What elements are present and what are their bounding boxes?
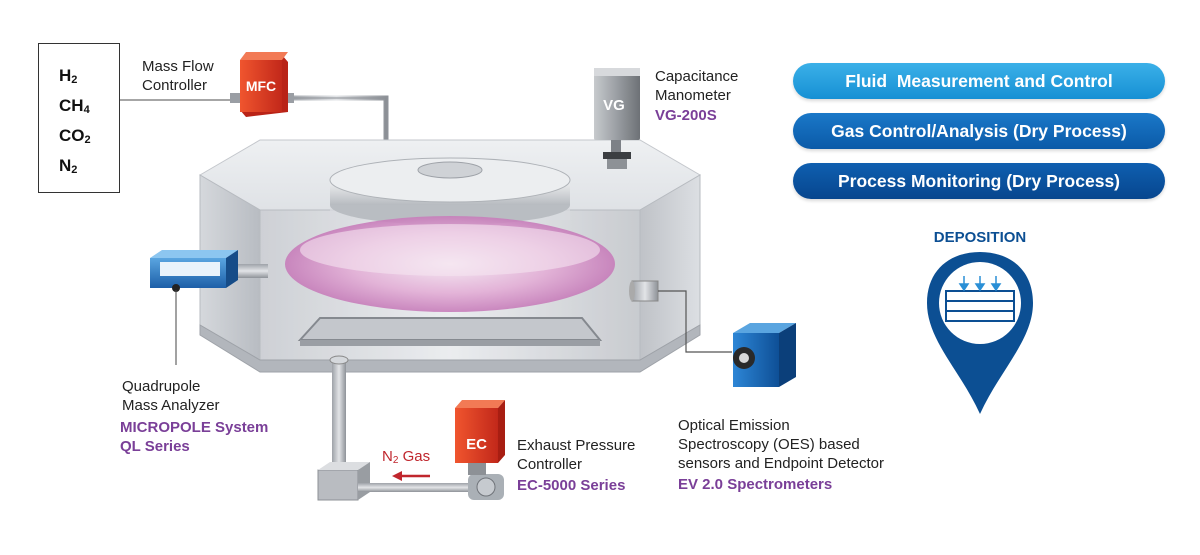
n2-gas-label: N2 Gas — [382, 448, 431, 466]
gas-h2: H2 — [59, 66, 78, 86]
vg-gauge — [594, 68, 640, 169]
exhaust-line — [317, 355, 504, 501]
chamber-bottom — [199, 324, 701, 373]
vg-product: VG-200S — [655, 107, 717, 124]
gas-ch4: CH4 — [59, 96, 90, 116]
showerhead — [329, 157, 571, 203]
deposition-title: DEPOSITION — [933, 229, 1027, 246]
mfc-device — [230, 52, 294, 117]
category-gas-control: Gas Control/Analysis (Dry Process) — [793, 113, 1165, 149]
wafer-stage — [297, 317, 603, 341]
vg-device-label: VG — [603, 97, 625, 114]
ec-product: EC-5000 Series — [517, 477, 626, 494]
gas-n2: N2 — [59, 156, 78, 176]
oes-spectrometer — [733, 323, 796, 387]
category-process-monitoring: Process Monitoring (Dry Process) — [793, 163, 1165, 199]
oes-sensor — [629, 280, 732, 353]
mfc-device-label: MFC — [245, 78, 277, 94]
gas-co2: CO2 — [59, 126, 91, 146]
ec-device-label: EC — [466, 436, 487, 453]
gas-list-box: H2 CH4 CO2 N2 — [38, 43, 120, 193]
deposition-pin-icon — [927, 252, 1033, 414]
qms-device — [150, 250, 268, 365]
category-fluid-measurement: Fluid Measurement and Control — [793, 63, 1165, 99]
ec-device — [455, 400, 505, 475]
n2-flow-arrow — [392, 471, 430, 481]
oes-product: EV 2.0 Spectrometers — [678, 476, 833, 493]
